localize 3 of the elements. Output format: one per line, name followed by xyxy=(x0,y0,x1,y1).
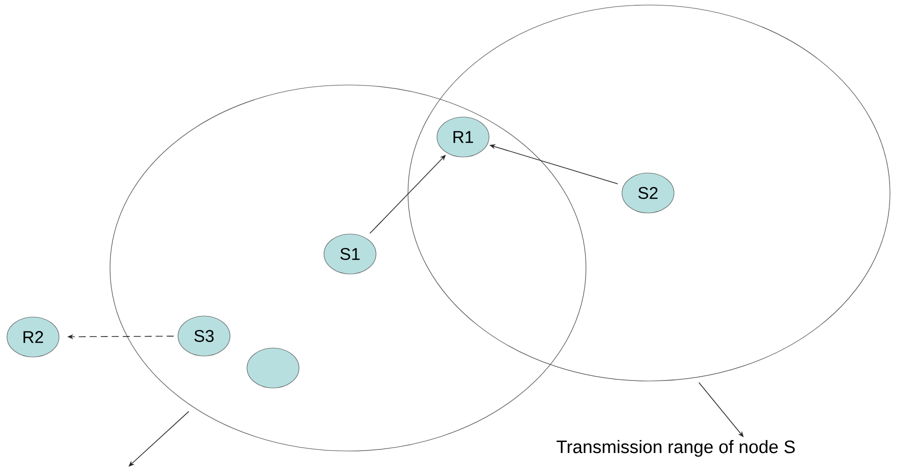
range-ellipse xyxy=(408,4,890,382)
node-circle xyxy=(246,348,300,388)
caption-text: Transmission range of node S xyxy=(556,440,795,457)
